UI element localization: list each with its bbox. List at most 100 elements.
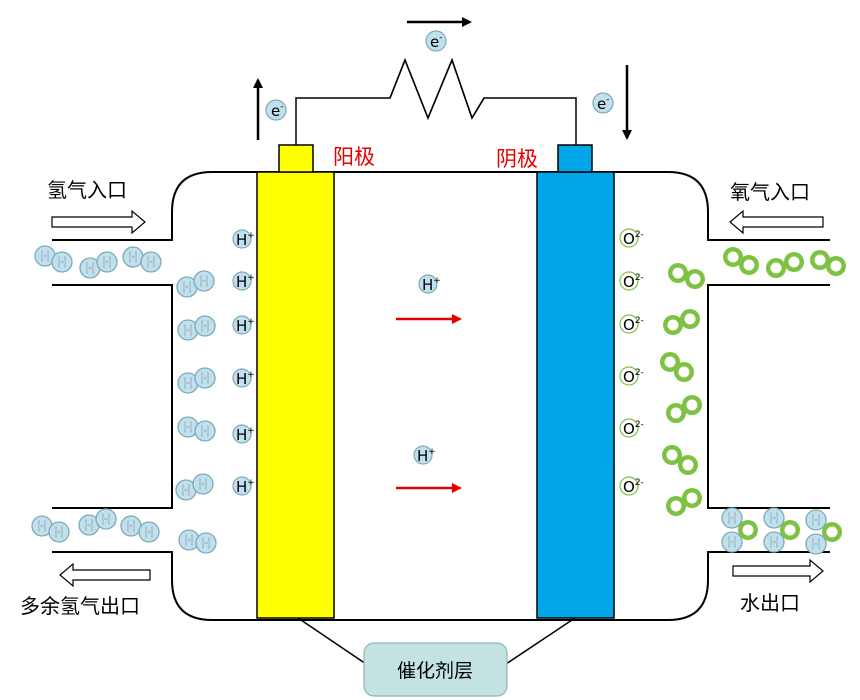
cathode-electrode [536,171,615,619]
svg-text:H: H [54,526,64,541]
cathode-terminal [557,144,593,173]
svg-text:O2-: O2- [623,368,644,386]
oxide-ion: O2- [619,476,644,496]
svg-text:H: H [199,275,209,290]
svg-text:H+: H+ [236,273,255,291]
oxygen-molecule [660,352,694,382]
proton-ion: H+ [418,274,441,294]
oxygen-molecule [666,395,702,423]
oxygen-molecule [666,488,702,516]
oxide-ion: O2- [619,314,644,334]
catalyst-layer-box [363,642,508,697]
svg-text:O2-: O2- [623,273,644,291]
oxide-ion: O2- [619,418,644,438]
hydrogen-inlet-label: 氢气入口 [47,178,127,202]
water-molecule: HH [721,507,758,553]
svg-text:e-: e- [271,102,283,120]
proton-ion: H+ [232,229,255,249]
anode-electrode [256,171,335,619]
svg-text:H: H [84,519,94,534]
external-circuit [295,57,577,145]
electron-left: e- [265,99,287,121]
svg-text:H: H [198,478,208,493]
hydrogen-outlet-arrow-icon [59,562,151,588]
oxygen-molecule [810,250,846,276]
svg-text:H+: H+ [236,478,255,496]
svg-text:H: H [181,484,191,499]
electron-top: e- [425,30,447,52]
anode-terminal [278,144,314,173]
oxygen-molecule [723,247,759,275]
electron-right: e- [592,92,614,114]
catalyst-callout [297,617,576,669]
hydrogen-outlet-label: 多余氢气出口 [20,594,140,618]
oxide-ion: O2- [619,366,644,386]
svg-text:H: H [811,514,821,529]
svg-text:H+: H+ [236,317,255,335]
svg-text:O2-: O2- [623,478,644,496]
svg-text:H: H [37,520,47,535]
svg-text:H: H [727,512,737,527]
svg-text:H: H [184,534,194,549]
proton-ion: H+ [232,271,255,291]
svg-text:H: H [40,250,50,265]
svg-text:H: H [182,281,192,296]
cathode-label: 阴极 [496,147,538,171]
svg-text:H: H [101,513,111,528]
resistor-icon [389,57,485,120]
oxygen-inlet-label: 氧气入口 [730,180,810,204]
svg-text:H: H [183,324,193,339]
oxide-ion: O2- [619,271,644,291]
svg-text:O2-: O2- [623,420,644,438]
cell-housing [52,171,830,621]
water-molecule: HH [763,507,800,553]
svg-text:H: H [183,421,193,436]
oxygen-molecule [663,309,700,335]
proton-ion: H+ [232,315,255,335]
svg-text:O2-: O2- [623,316,644,334]
svg-text:O2-: O2- [623,230,644,248]
water-outlet-arrow-icon [732,558,824,584]
catalyst-layer-label: 催化剂层 [397,660,473,682]
svg-text:H: H [144,526,154,541]
svg-text:H: H [85,262,95,277]
proton-ion: H+ [413,445,436,465]
svg-text:H: H [200,425,210,440]
svg-text:H+: H+ [236,231,255,249]
svg-text:H: H [183,377,193,392]
ion-layer: H+ H+ H+ H+ H+ H+ H+ H+ O2- O2- O2- O2- O2- O2- [232,228,644,496]
hydrogen-inlet-arrow-icon [51,209,146,235]
water-outlet-label: 水出口 [740,591,800,615]
svg-text:H: H [727,536,737,551]
proton-ion: H+ [232,368,255,388]
water-molecule: HH [805,509,842,555]
svg-text:H+: H+ [236,426,255,444]
svg-text:e-: e- [430,33,442,51]
svg-text:H: H [769,536,779,551]
svg-text:H: H [126,520,136,535]
svg-text:H+: H+ [422,276,441,294]
svg-text:H+: H+ [417,447,436,465]
svg-text:H: H [769,512,779,527]
svg-text:H+: H+ [236,370,255,388]
svg-text:H: H [146,256,156,271]
oxygen-molecule [662,445,698,475]
oxygen-molecule [668,263,705,289]
oxygen-molecule [766,252,804,278]
svg-text:H: H [128,251,138,266]
svg-text:H: H [102,256,112,271]
svg-text:H: H [201,537,211,552]
svg-text:H: H [200,320,210,335]
oxide-ion: O2- [619,228,644,248]
